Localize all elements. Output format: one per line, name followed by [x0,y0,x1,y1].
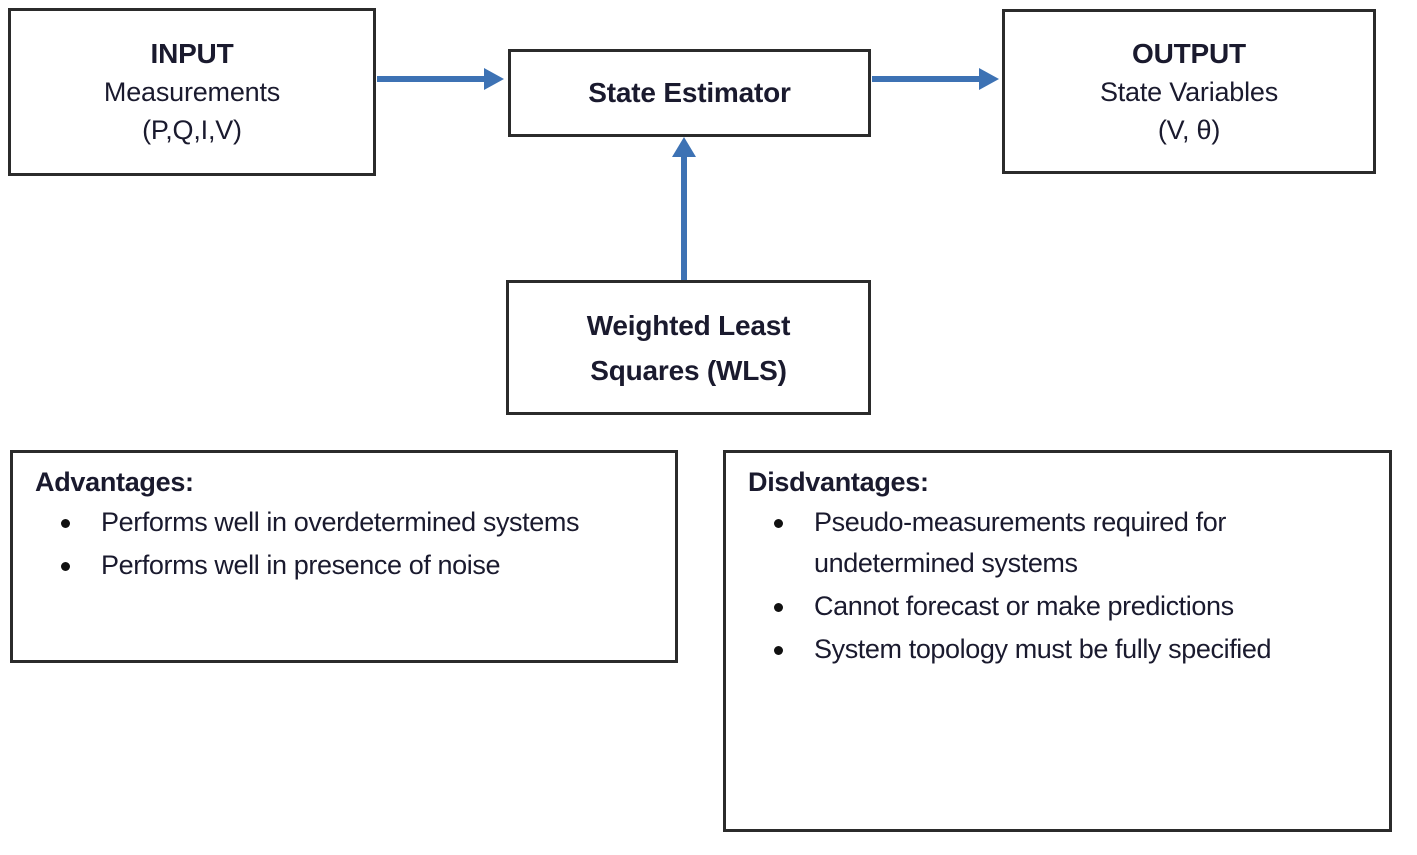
disadvantages-list: Pseudo-measurements required for undeter… [748,502,1371,670]
input-line-3: (P,Q,I,V) [142,115,242,145]
advantages-panel: Advantages: Performs well in overdetermi… [10,450,678,663]
list-item: Performs well in overdetermined systems [35,502,657,543]
disadvantages-heading: Disdvantages: [748,467,929,497]
output-heading: OUTPUT [1132,37,1246,69]
arrow-estimator-to-output-line [872,76,980,82]
output-line-2: State Variables [1099,76,1279,107]
arrow-wls-to-estimator-line [681,155,687,282]
input-heading: INPUT [150,38,234,69]
arrow-input-to-estimator-head-icon [484,68,504,90]
state-estimator-label: State Estimator [588,77,791,108]
wls-node: Weighted Least Squares (WLS) [506,280,871,415]
input-line-2: Measurements [103,77,281,107]
advantages-list: Performs well in overdetermined systems … [35,502,657,586]
input-node: INPUT Measurements (P,Q,I,V) [8,8,376,176]
wls-line-1: Weighted Least [586,309,791,341]
list-item: Performs well in presence of noise [35,545,657,586]
arrow-wls-to-estimator-head-icon [672,137,696,157]
advantages-heading: Advantages: [35,467,194,497]
list-item: System topology must be fully specified [748,629,1371,670]
state-estimator-node: State Estimator [508,49,871,137]
wls-line-2: Squares (WLS) [590,354,787,386]
list-item: Cannot forecast or make predictions [748,586,1371,627]
output-node: OUTPUT State Variables (V, θ) [1002,9,1376,174]
list-item: Pseudo-measurements required for undeter… [748,502,1371,584]
arrow-estimator-to-output-head-icon [979,68,999,90]
arrow-input-to-estimator-line [377,76,487,82]
disadvantages-panel: Disdvantages: Pseudo-measurements requir… [723,450,1392,832]
output-line-3: (V, θ) [1157,114,1221,145]
